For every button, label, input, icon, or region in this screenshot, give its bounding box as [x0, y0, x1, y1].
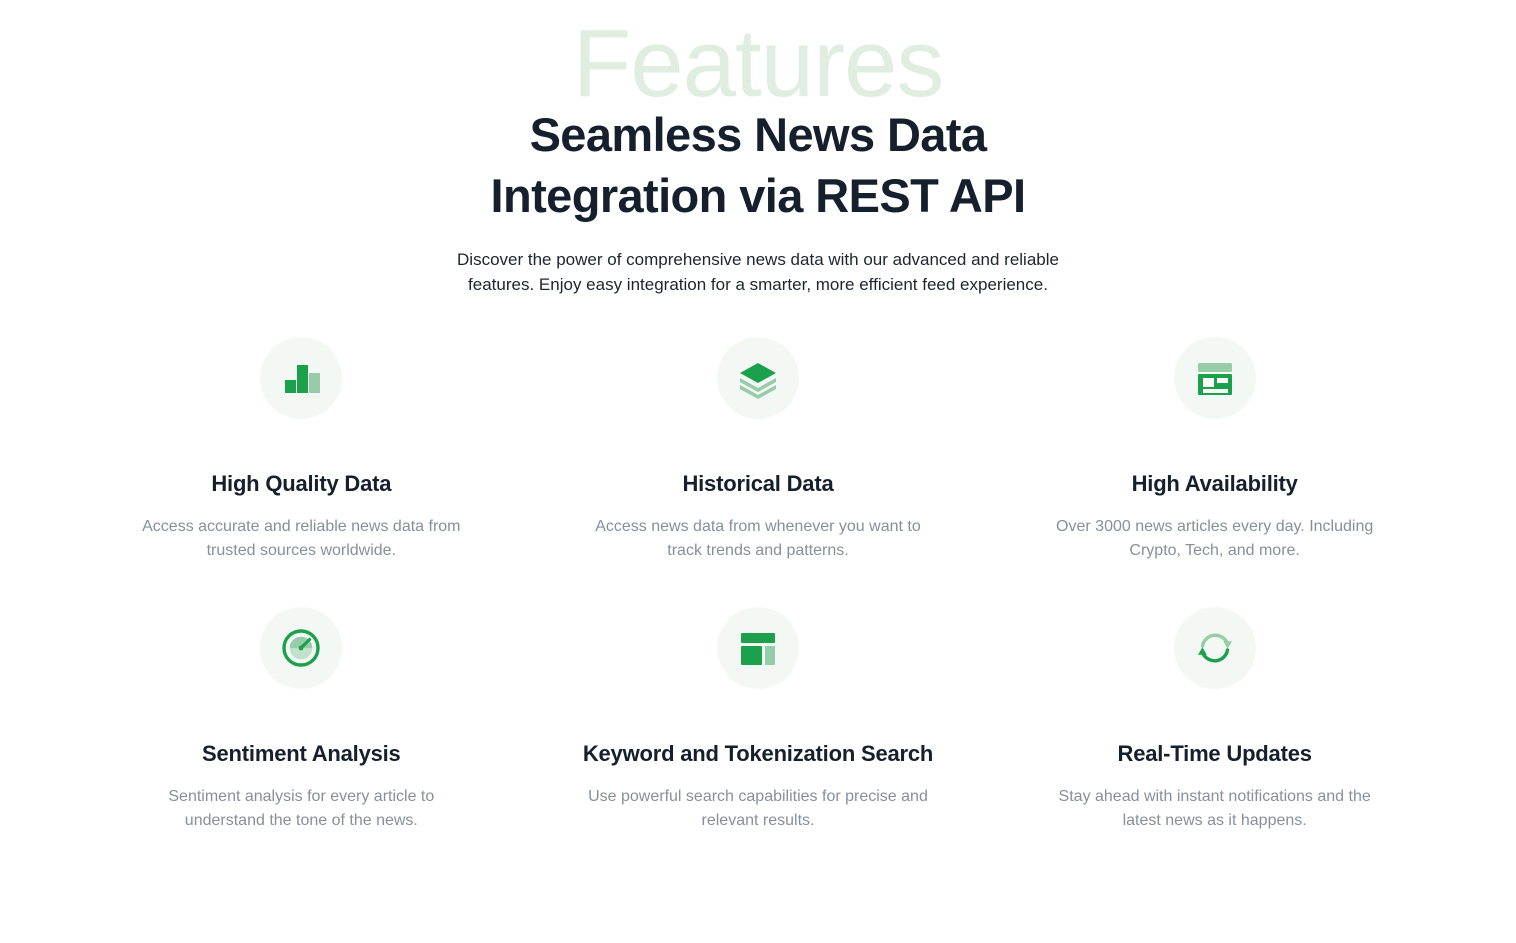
page-title-line-1: Seamless News Data — [529, 108, 987, 161]
feature-card-high-availability: High Availability Over 3000 news article… — [986, 337, 1443, 563]
feature-description-line-1: Access news data from whenever you want … — [595, 518, 921, 536]
page-subtitle: Discover the power of comprehensive news… — [438, 248, 1078, 297]
feature-title: Sentiment Analysis — [202, 741, 401, 767]
feature-description: Access accurate and reliable news data f… — [126, 515, 476, 563]
feature-title: High Quality Data — [211, 471, 392, 497]
page-subtitle-line-1: Discover the power of comprehensive news… — [457, 250, 1059, 270]
feature-description-line-1: Over 3000 news articles every day. Inclu… — [1056, 518, 1374, 536]
feature-description-line-1: Stay ahead with instant notifications an… — [1058, 788, 1371, 806]
feature-card-real-time-updates: Real-Time Updates Stay ahead with instan… — [986, 607, 1443, 833]
feature-title: Keyword and Tokenization Search — [582, 741, 934, 767]
feature-description-line-2: trusted sources worldwide. — [206, 542, 397, 560]
feature-description-line-2: latest news as it happens. — [1122, 812, 1307, 830]
page-title: Seamless News Data Integration via REST … — [0, 104, 1516, 226]
page-subtitle-line-2: features. Enjoy easy integration for a s… — [468, 274, 1048, 294]
refresh-sync-icon — [1194, 627, 1236, 669]
feature-description: Stay ahead with instant notifications an… — [1040, 785, 1390, 833]
feature-description-line-1: Use powerful search capabilities for pre… — [588, 788, 928, 806]
features-grid: High Quality Data Access accurate and re… — [73, 337, 1443, 833]
layout-grid-icon — [737, 627, 779, 669]
feature-description: Access news data from whenever you want … — [583, 515, 933, 563]
features-watermark-text: Features — [572, 10, 945, 117]
feature-title: Real-Time Updates — [1117, 741, 1312, 767]
feature-title: High Availability — [1131, 471, 1298, 497]
feature-icon-wrapper — [1173, 337, 1256, 420]
feature-card-historical-data: Historical Data Access news data from wh… — [530, 337, 987, 563]
feature-description-line-1: Sentiment analysis for every article to … — [168, 788, 435, 830]
news-card-icon — [1194, 357, 1236, 399]
feature-description-line-2: the tone of the news. — [269, 812, 418, 830]
feature-description-line-2: Crypto, Tech, and more. — [1129, 542, 1300, 560]
feature-description: Use powerful search capabilities for pre… — [583, 785, 933, 833]
feature-description: Sentiment analysis for every article to … — [126, 785, 476, 833]
feature-icon-wrapper — [260, 607, 343, 690]
feature-description-line-2: track trends and patterns. — [667, 542, 849, 560]
feature-icon-wrapper — [716, 337, 799, 420]
page-title-line-2: Integration via REST API — [490, 169, 1026, 223]
feature-icon-wrapper — [1173, 607, 1256, 690]
bar-chart-icon — [280, 357, 322, 399]
feature-icon-wrapper — [716, 607, 799, 690]
gauge-icon — [280, 627, 322, 669]
layers-icon — [737, 357, 779, 400]
feature-icon-wrapper — [260, 337, 343, 420]
feature-title: Historical Data — [682, 471, 834, 497]
feature-card-sentiment-analysis: Sentiment Analysis Sentiment analysis fo… — [73, 607, 530, 833]
feature-description: Over 3000 news articles every day. Inclu… — [1040, 515, 1390, 563]
feature-description-line-1: Access accurate and reliable news data f… — [142, 518, 461, 536]
feature-card-high-quality-data: High Quality Data Access accurate and re… — [73, 337, 530, 563]
feature-description-line-2: relevant results. — [701, 812, 815, 830]
page-header: Features Seamless News Data Integration … — [0, 0, 1516, 297]
feature-card-keyword-tokenization-search: Keyword and Tokenization Search Use powe… — [530, 607, 987, 833]
